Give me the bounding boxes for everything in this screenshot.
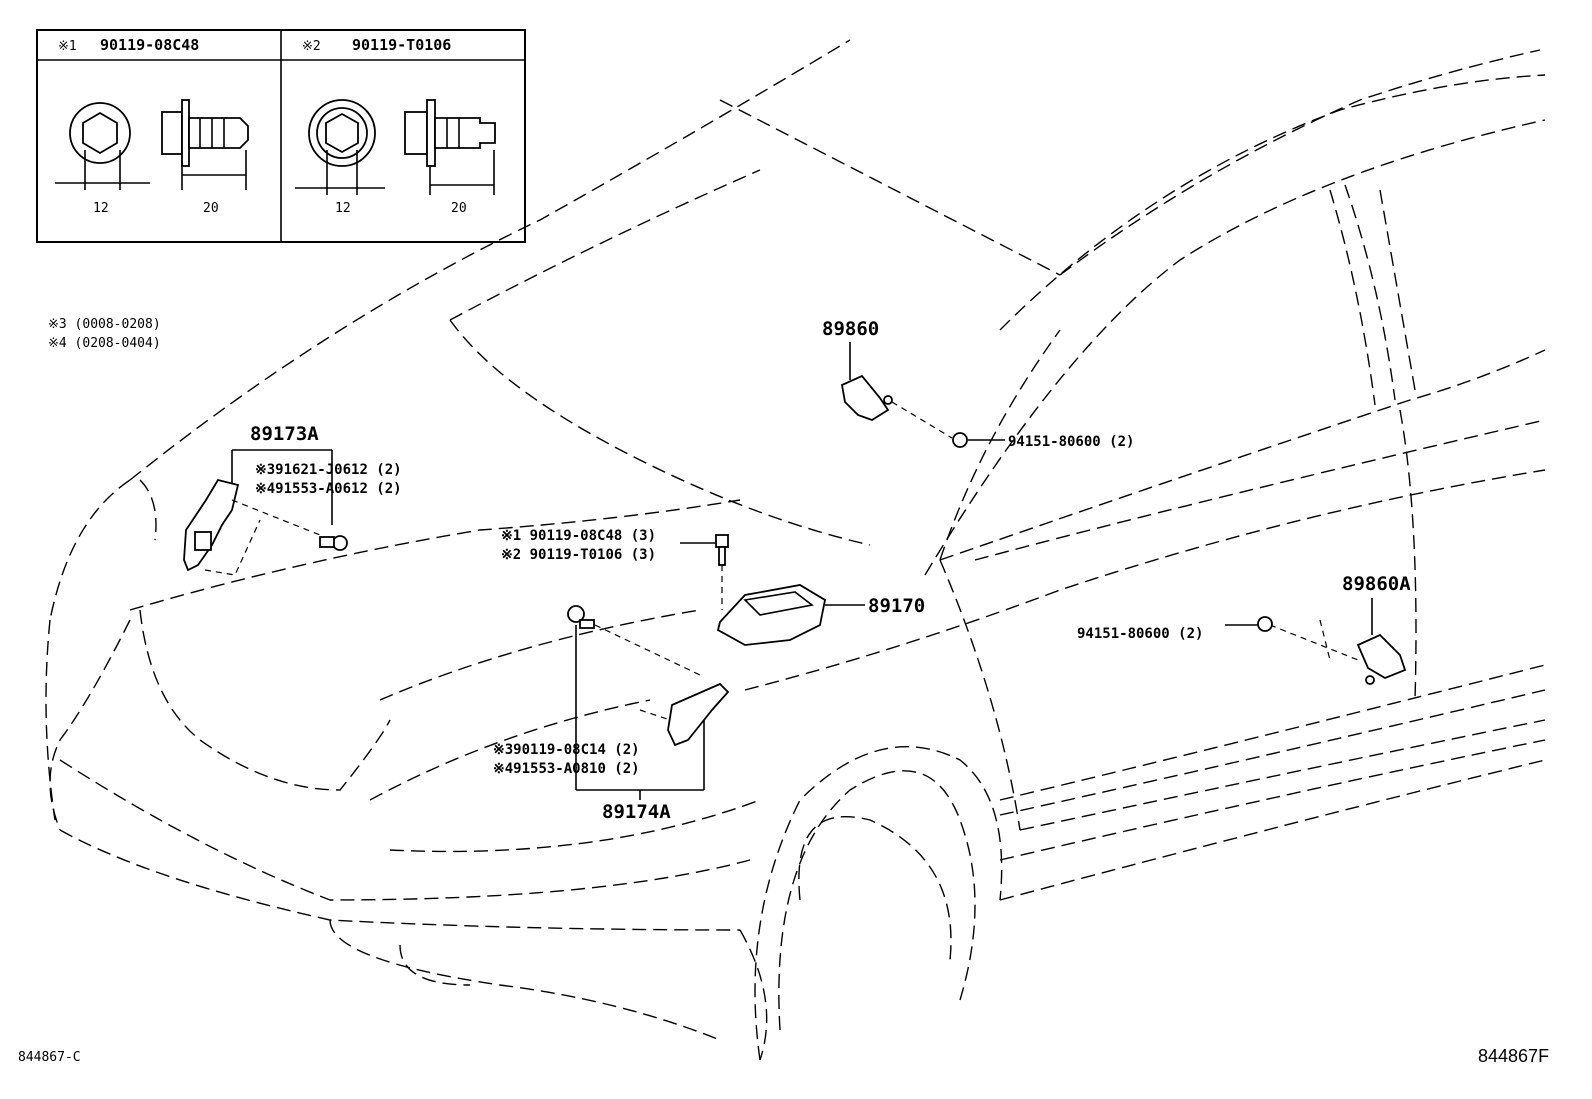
callout-89860A: 89860A — [1342, 573, 1411, 595]
callout-bolt-170-1: ※1 90119-08C48 (3) — [501, 528, 656, 544]
bolt-1-side-icon — [161, 99, 249, 190]
callout-nut-lower: 94151-80600 (2) — [1077, 626, 1203, 642]
bolt-2-head-icon — [295, 99, 385, 195]
bolt-2-side-icon — [404, 99, 496, 195]
callout-89173A: 89173A — [250, 423, 319, 445]
sensor-89174A-icon — [667, 682, 730, 747]
bolt-174a-icon — [567, 605, 595, 629]
sensor-89860A-icon — [1356, 633, 1407, 679]
callout-nut-upper: 94151-80600 (2) — [1008, 434, 1134, 450]
nut-upper-icon — [952, 432, 968, 448]
legend-part-1: 90119-08C48 — [100, 36, 199, 54]
footer-right-code: 844867F — [1478, 1046, 1549, 1066]
airbag-sensor-89170-icon — [716, 584, 827, 646]
callout-89860: 89860 — [822, 318, 879, 340]
note-4: ※4 (0208-0404) — [48, 336, 161, 351]
callout-bolt-170-2: ※2 90119-T0106 (3) — [501, 547, 656, 563]
legend-dim-length-2: 20 — [451, 201, 467, 216]
part-89170-group: ※1 90119-08C48 (3) ※2 90119-T0106 (3) 89… — [501, 528, 925, 646]
part-89860-group: 89860 94151-80600 (2) — [822, 318, 1134, 450]
bolt-1-head-icon — [55, 102, 150, 190]
callout-screw-173a-2: ※491553-A0612 (2) — [255, 481, 402, 497]
legend-mark-1: ※1 — [58, 39, 77, 54]
sensor-89860-icon — [840, 374, 890, 421]
callout-89170: 89170 — [868, 595, 925, 617]
nut-lower-icon — [1257, 616, 1273, 632]
vehicle-outline — [45, 39, 1546, 1061]
callout-bolt-174a-1: ※390119-08C14 (2) — [493, 742, 640, 758]
legend-dim-head-1: 12 — [93, 201, 109, 216]
part-89860A-group: 89860A 94151-80600 (2) — [1077, 573, 1411, 685]
sensor-89173A-icon — [183, 478, 240, 572]
bolt-170-icon — [715, 534, 729, 566]
callout-bolt-174a-2: ※491553-A0810 (2) — [493, 761, 640, 777]
legend-dim-length-1: 20 — [203, 201, 219, 216]
part-89174A-group: ※390119-08C14 (2) ※491553-A0810 (2) 8917… — [493, 605, 730, 823]
legend-mark-2: ※2 — [302, 39, 321, 54]
callout-screw-173a-1: ※391621-J0612 (2) — [255, 462, 402, 478]
note-3: ※3 (0008-0208) — [48, 317, 161, 332]
legend-dim-head-2: 12 — [335, 201, 351, 216]
footer-left-code: 844867-C — [18, 1050, 81, 1065]
screw-173a-icon — [319, 535, 348, 551]
callout-89174A: 89174A — [602, 801, 671, 823]
legend-part-2: 90119-T0106 — [352, 36, 451, 54]
part-89173A-group: 89173A ※391621-J0612 (2) ※491553-A0612 (… — [183, 423, 402, 576]
fastener-legend: ※1 90119-08C48 ※2 90119-T0106 12 20 — [36, 29, 526, 243]
